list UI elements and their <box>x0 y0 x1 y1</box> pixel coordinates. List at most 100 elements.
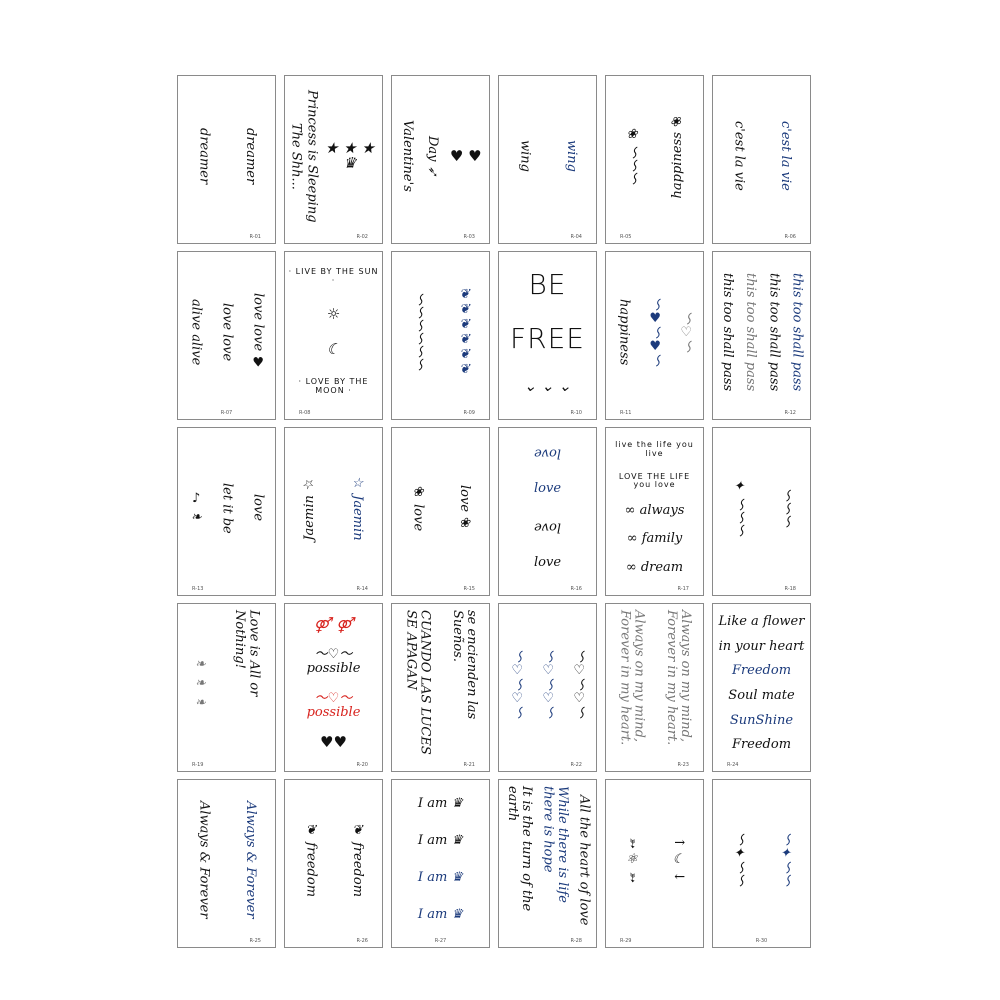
tattoo-text: love ❀ <box>456 484 472 532</box>
tattoo-text: ～♥～♥～ <box>647 297 663 367</box>
tattoo-text: ☆ Jaemin <box>349 475 365 541</box>
tattoo-text: LOVE THE LIFE you love <box>618 471 691 490</box>
card-code: R-25 <box>249 938 261 944</box>
card-code: R-30 <box>755 938 768 944</box>
tattoo-text: happiness <box>616 298 632 366</box>
card-code: R-02 <box>356 234 368 240</box>
tattoo-text: this too shall pass <box>743 272 759 392</box>
tattoo-card: · LIVE BY THE SUN ·☼☾· LOVE BY THE MOON … <box>284 251 383 420</box>
tattoo-text: love love ♥ <box>250 293 266 371</box>
card-code: R-01 <box>249 234 261 240</box>
card-code: R-19 <box>192 762 204 768</box>
tattoo-text: ➳ ⚛ ➳ <box>624 837 640 883</box>
tattoo-text: wing <box>563 140 579 172</box>
tattoo-text: Always & Forever <box>196 801 212 919</box>
tattoo-text: Always & Forever <box>242 801 258 919</box>
tattoo-text: It is the turn of the earth <box>504 786 535 912</box>
tattoo-text: ～～～～～～ <box>410 293 426 371</box>
card-code: R-14 <box>356 586 368 592</box>
tattoo-text: ～♡～♡～ <box>571 649 587 719</box>
card-code: R-24 <box>727 762 739 768</box>
tattoo-text: Soul mate <box>728 688 795 704</box>
tattoo-text: Jaemin ☆ <box>302 475 318 541</box>
tattoo-text: I am ♛ <box>417 796 464 812</box>
tattoo-text: ♪ ❧ <box>188 490 204 526</box>
tattoo-card: The Shh...Princess is Sleeping★ ★ ★ ♛R-0… <box>284 75 383 244</box>
card-code: R-29 <box>620 938 632 944</box>
tattoo-text-stack: ★ ★ ★ ♛ <box>321 82 379 230</box>
tattoo-text: ～♡～possible <box>306 646 361 677</box>
card-code: R-12 <box>784 410 796 416</box>
tattoo-text: love <box>250 494 266 522</box>
card-code: R-05 <box>620 234 632 240</box>
card-code: R-27 <box>434 938 447 944</box>
tattoo-text: ～♡～possible <box>306 690 361 720</box>
tattoo-text: ～♡～♡～ <box>540 649 556 719</box>
tattoo-text: ↑ ☾ ↓ <box>670 837 686 883</box>
tattoo-text: · LIVE BY THE SUN · <box>288 267 379 286</box>
tattoo-text: ∞ dream <box>625 559 684 575</box>
card-code: R-10 <box>570 410 582 416</box>
card-code: R-22 <box>570 762 582 768</box>
tattoo-text: ❀ love <box>410 484 426 532</box>
tattoo-text: Always on my mind, Forever in my heart. <box>617 610 647 746</box>
tattoo-symbol-icon: ⌄ ⌄ ⌄ <box>523 377 572 396</box>
tattoo-text: dreamer <box>242 127 258 185</box>
tattoo-card: ～✦～～ ～✦～～ R-30 <box>712 779 811 948</box>
tattoo-text: All the heart of love <box>576 794 592 926</box>
tattoo-text: Day ➶ <box>424 135 440 177</box>
tattoo-card: ～～～～～～❦❦❦❦❦❦R-09 <box>391 251 490 420</box>
card-code: R-18 <box>784 586 796 592</box>
tattoo-text: let it be <box>219 482 235 534</box>
tattoo-text: ～✦～～ <box>777 833 793 887</box>
tattoo-text: The Shh... <box>288 122 304 190</box>
tattoo-text: Love is All or Nothing! <box>232 610 262 697</box>
tattoo-symbol-icon: ☾ <box>326 340 341 359</box>
card-code: R-07 <box>220 410 233 416</box>
tattoo-text: SunShine <box>729 712 794 728</box>
tattoo-card: ➳ ⚛ ➳ ↑ ☾ ↓ R-29 <box>605 779 704 948</box>
tattoo-text: ❀ ～～～ <box>624 126 640 186</box>
tattoo-text: live the life you live <box>615 439 694 458</box>
tattoo-text: dreamer <box>196 127 212 185</box>
card-code: R-11 <box>620 410 632 416</box>
tattoo-text: c'est la vie <box>777 121 793 191</box>
card-code: R-04 <box>570 234 582 240</box>
tattoo-text: Valentine's <box>399 120 415 192</box>
tattoo-text: ∞ family <box>626 531 683 547</box>
card-code: R-16 <box>570 586 582 592</box>
tattoo-text: ❦ freedom <box>303 822 319 898</box>
tattoo-text: se encienden las Sueños. <box>449 610 480 720</box>
tattoo-card: ❀ ～～～happiness ❀R-05 <box>605 75 704 244</box>
tattoo-text: ～✦～～ <box>731 833 747 887</box>
tattoo-text: Freedom <box>731 737 792 753</box>
tattoo-text: FREE <box>510 322 585 356</box>
tattoo-text: Always on my mind, Forever in my heart. <box>663 610 694 746</box>
card-code: R-06 <box>784 234 796 240</box>
tattoo-text: in your heart <box>718 638 805 654</box>
tattoo-text: alive alive <box>188 298 204 366</box>
tattoo-text-stack: · LIVE BY THE SUN ·☼☾· LOVE BY THE MOON … <box>289 258 379 406</box>
tattoo-card: ⚤ ⚤～♡～possible～♡～possible♥♥R-20 <box>284 603 383 772</box>
tattoo-text: ❦ freedom <box>349 822 365 898</box>
tattoo-text: While there is life there is hope <box>540 786 570 903</box>
tattoo-card: I am ♛I am ♛I am ♛I am ♛R-27 <box>391 779 490 948</box>
tattoo-text: CUANDO LAS LUCES SE APAGAN <box>403 610 433 755</box>
tattoo-text: I am ♛ <box>417 833 464 849</box>
card-code: R-28 <box>570 938 582 944</box>
